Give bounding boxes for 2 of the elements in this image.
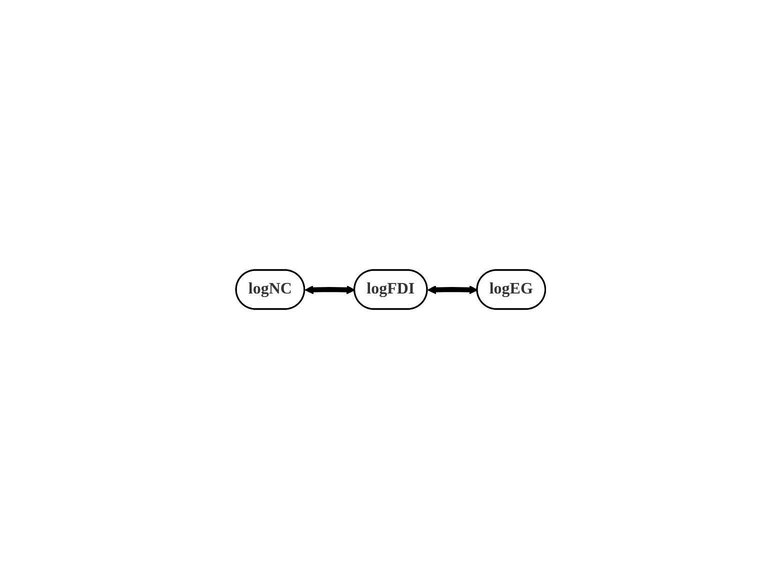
arrow <box>427 285 478 294</box>
arrow <box>304 285 356 294</box>
